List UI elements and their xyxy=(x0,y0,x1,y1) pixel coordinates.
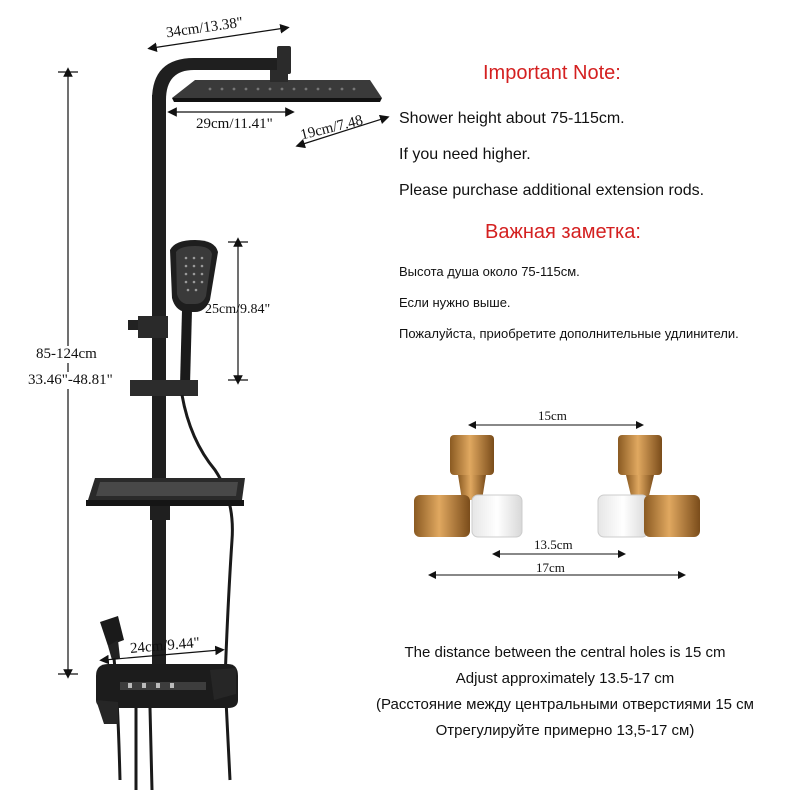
rain-shower-head xyxy=(172,70,382,102)
important-note-title: Important Note: xyxy=(483,62,621,84)
slide-bar-holder xyxy=(130,380,198,396)
bottom-text-line-3: (Расстояние между центральными отверстия… xyxy=(376,696,754,713)
bottom-text-line-2: Adjust approximately 13.5-17 cm xyxy=(455,670,675,687)
shower-hose xyxy=(180,394,234,781)
adapter-right xyxy=(597,435,700,538)
adapter-spacing-max-label: 17cm xyxy=(536,560,565,575)
bottom-text-line-4: Отрегулируйте примерно 13,5-17 см) xyxy=(435,722,695,739)
note-ru-line-3: Пожалуйста, приобретите дополнительные у… xyxy=(399,326,739,341)
note-en-line-2: If you need higher. xyxy=(399,146,531,163)
shower-shelf xyxy=(86,478,245,520)
thermostatic-valve xyxy=(96,664,238,791)
adapter-spacing-center-label: 15cm xyxy=(538,408,567,423)
note-ru-line-1: Высота душа около 75-115см. xyxy=(399,264,580,279)
adapter-spacing-min-label: 13.5cm xyxy=(534,537,573,552)
hand-shower xyxy=(128,240,218,385)
riser-pipe xyxy=(152,46,291,695)
note-en-line-3: Please purchase additional extension rod… xyxy=(399,182,705,199)
head-depth-a-label: 29cm/11.41" xyxy=(196,116,273,132)
important-note-ru-title: Важная заметка: xyxy=(485,221,641,243)
bottom-text-line-1: The distance between the central holes i… xyxy=(404,644,726,661)
note-en-line-1: Shower height about 75-115cm. xyxy=(399,110,625,127)
bottom-text-block: The distance between the central holes i… xyxy=(330,640,800,744)
overall-height-in-label: 33.46"-48.81" xyxy=(28,372,113,389)
note-ru-line-2: Если нужно выше. xyxy=(399,295,511,310)
adapter-left xyxy=(414,435,523,538)
eccentric-adapter-illustration xyxy=(414,421,700,579)
overall-height-cm-label: 85-124cm xyxy=(36,346,97,363)
handheld-height-label: 25cm/9.84" xyxy=(205,302,271,317)
